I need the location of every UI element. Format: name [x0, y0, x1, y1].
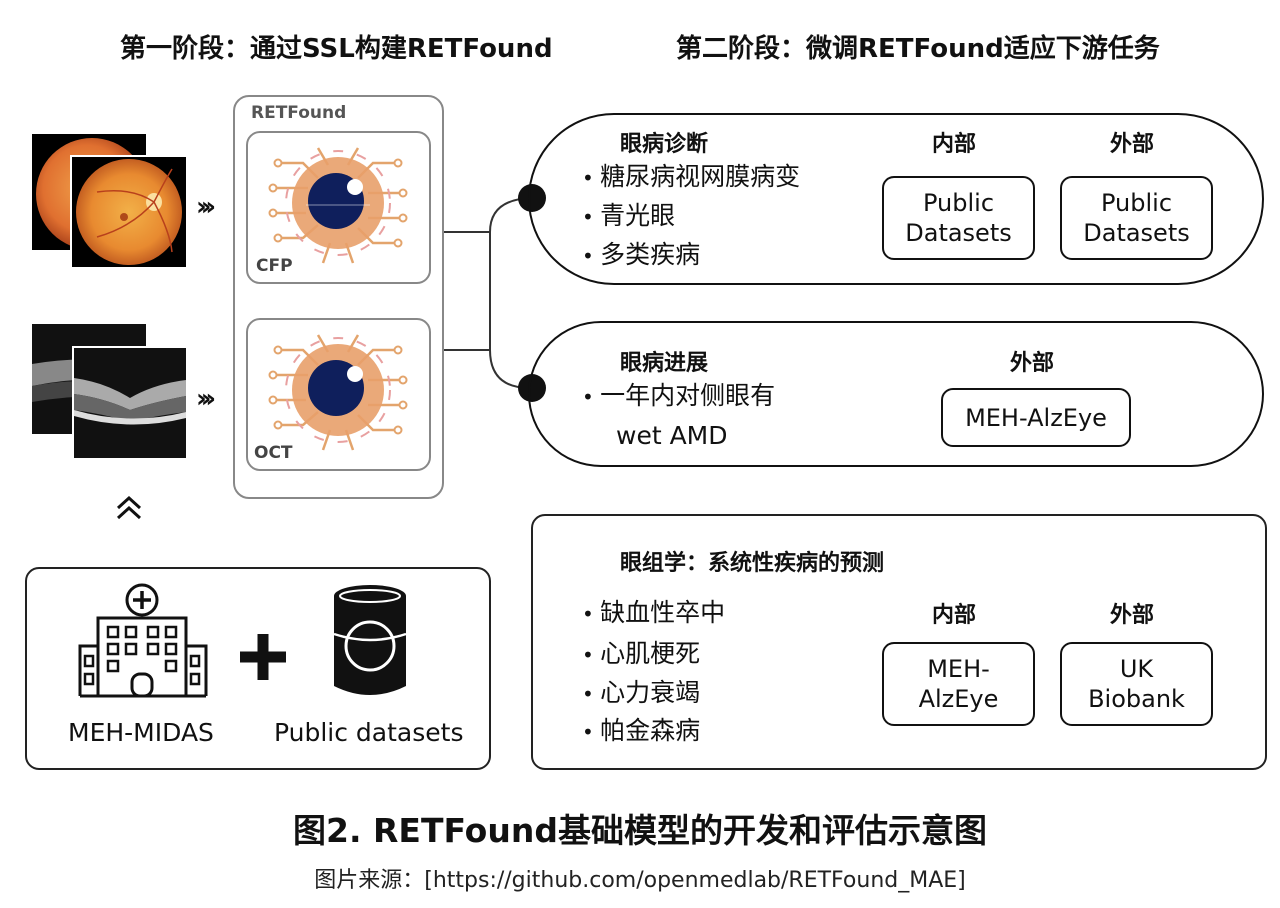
retfound-container — [233, 95, 444, 499]
diagnosis-title: 眼病诊断 — [620, 132, 709, 157]
retfound-chip-icon — [268, 334, 408, 451]
oculomics-item: 心肌梗死 — [582, 640, 700, 668]
diagnosis-item: 多类疾病 — [582, 241, 700, 269]
oct-encoder-box — [246, 318, 431, 471]
plus-icon — [236, 630, 290, 688]
chevron-right-icon: ››› — [196, 192, 216, 222]
oculomics-item: 帕金森病 — [582, 717, 700, 745]
chevron-up-icon — [115, 494, 143, 528]
diagnosis-internal-header: 内部 — [932, 132, 977, 157]
diagnosis-external-header: 外部 — [1110, 132, 1155, 157]
stage2-title: 第二阶段：微调RETFound适应下游任务 — [676, 34, 1160, 64]
retfound-chip-icon — [268, 147, 408, 264]
progression-external-dataset: MEH-AlzEye — [941, 388, 1131, 447]
oculomics-title: 眼组学：系统性疾病的预测 — [620, 551, 885, 576]
chevron-right-icon: ››› — [196, 384, 216, 414]
progression-title: 眼病进展 — [620, 351, 709, 376]
diagnosis-item: 糖尿病视网膜病变 — [582, 163, 800, 191]
fundus-image-front — [70, 155, 188, 269]
progression-item-continued: wet AMD — [616, 421, 728, 450]
oct-image-front — [72, 346, 188, 460]
cfp-label: CFP — [256, 256, 293, 276]
stage1-title: 第一阶段：通过SSL构建RETFound — [120, 34, 553, 64]
data-source-box — [25, 567, 491, 770]
database-icon — [330, 582, 410, 706]
meh-midas-label: MEH-MIDAS — [68, 718, 214, 747]
oculomics-external-header: 外部 — [1110, 603, 1155, 628]
oculomics-internal-dataset: MEH-AlzEye — [882, 642, 1035, 726]
oculomics-external-dataset: UK Biobank — [1060, 642, 1213, 726]
diagnosis-internal-dataset: Public Datasets — [882, 176, 1035, 260]
hospital-icon — [76, 582, 210, 704]
figure-caption: 图2. RETFound基础模型的开发和评估示意图 — [293, 811, 987, 850]
diagnosis-external-dataset: Public Datasets — [1060, 176, 1213, 260]
oculomics-item: 缺血性卒中 — [582, 599, 725, 627]
figure-source: 图片来源：[https://github.com/openmedlab/RETF… — [314, 868, 966, 893]
oct-label: OCT — [254, 443, 293, 463]
public-datasets-label: Public datasets — [274, 718, 464, 747]
oculomics-panel — [531, 514, 1267, 770]
progression-panel — [528, 321, 1264, 467]
diagnosis-panel — [528, 113, 1264, 285]
oculomics-item: 心力衰竭 — [582, 679, 700, 707]
diagnosis-item: 青光眼 — [582, 202, 675, 230]
progression-item: 一年内对侧眼有 — [582, 382, 775, 410]
retfound-label: RETFound — [251, 103, 347, 123]
progression-external-header: 外部 — [1010, 351, 1055, 376]
cfp-encoder-box — [246, 131, 431, 284]
oculomics-internal-header: 内部 — [932, 603, 977, 628]
